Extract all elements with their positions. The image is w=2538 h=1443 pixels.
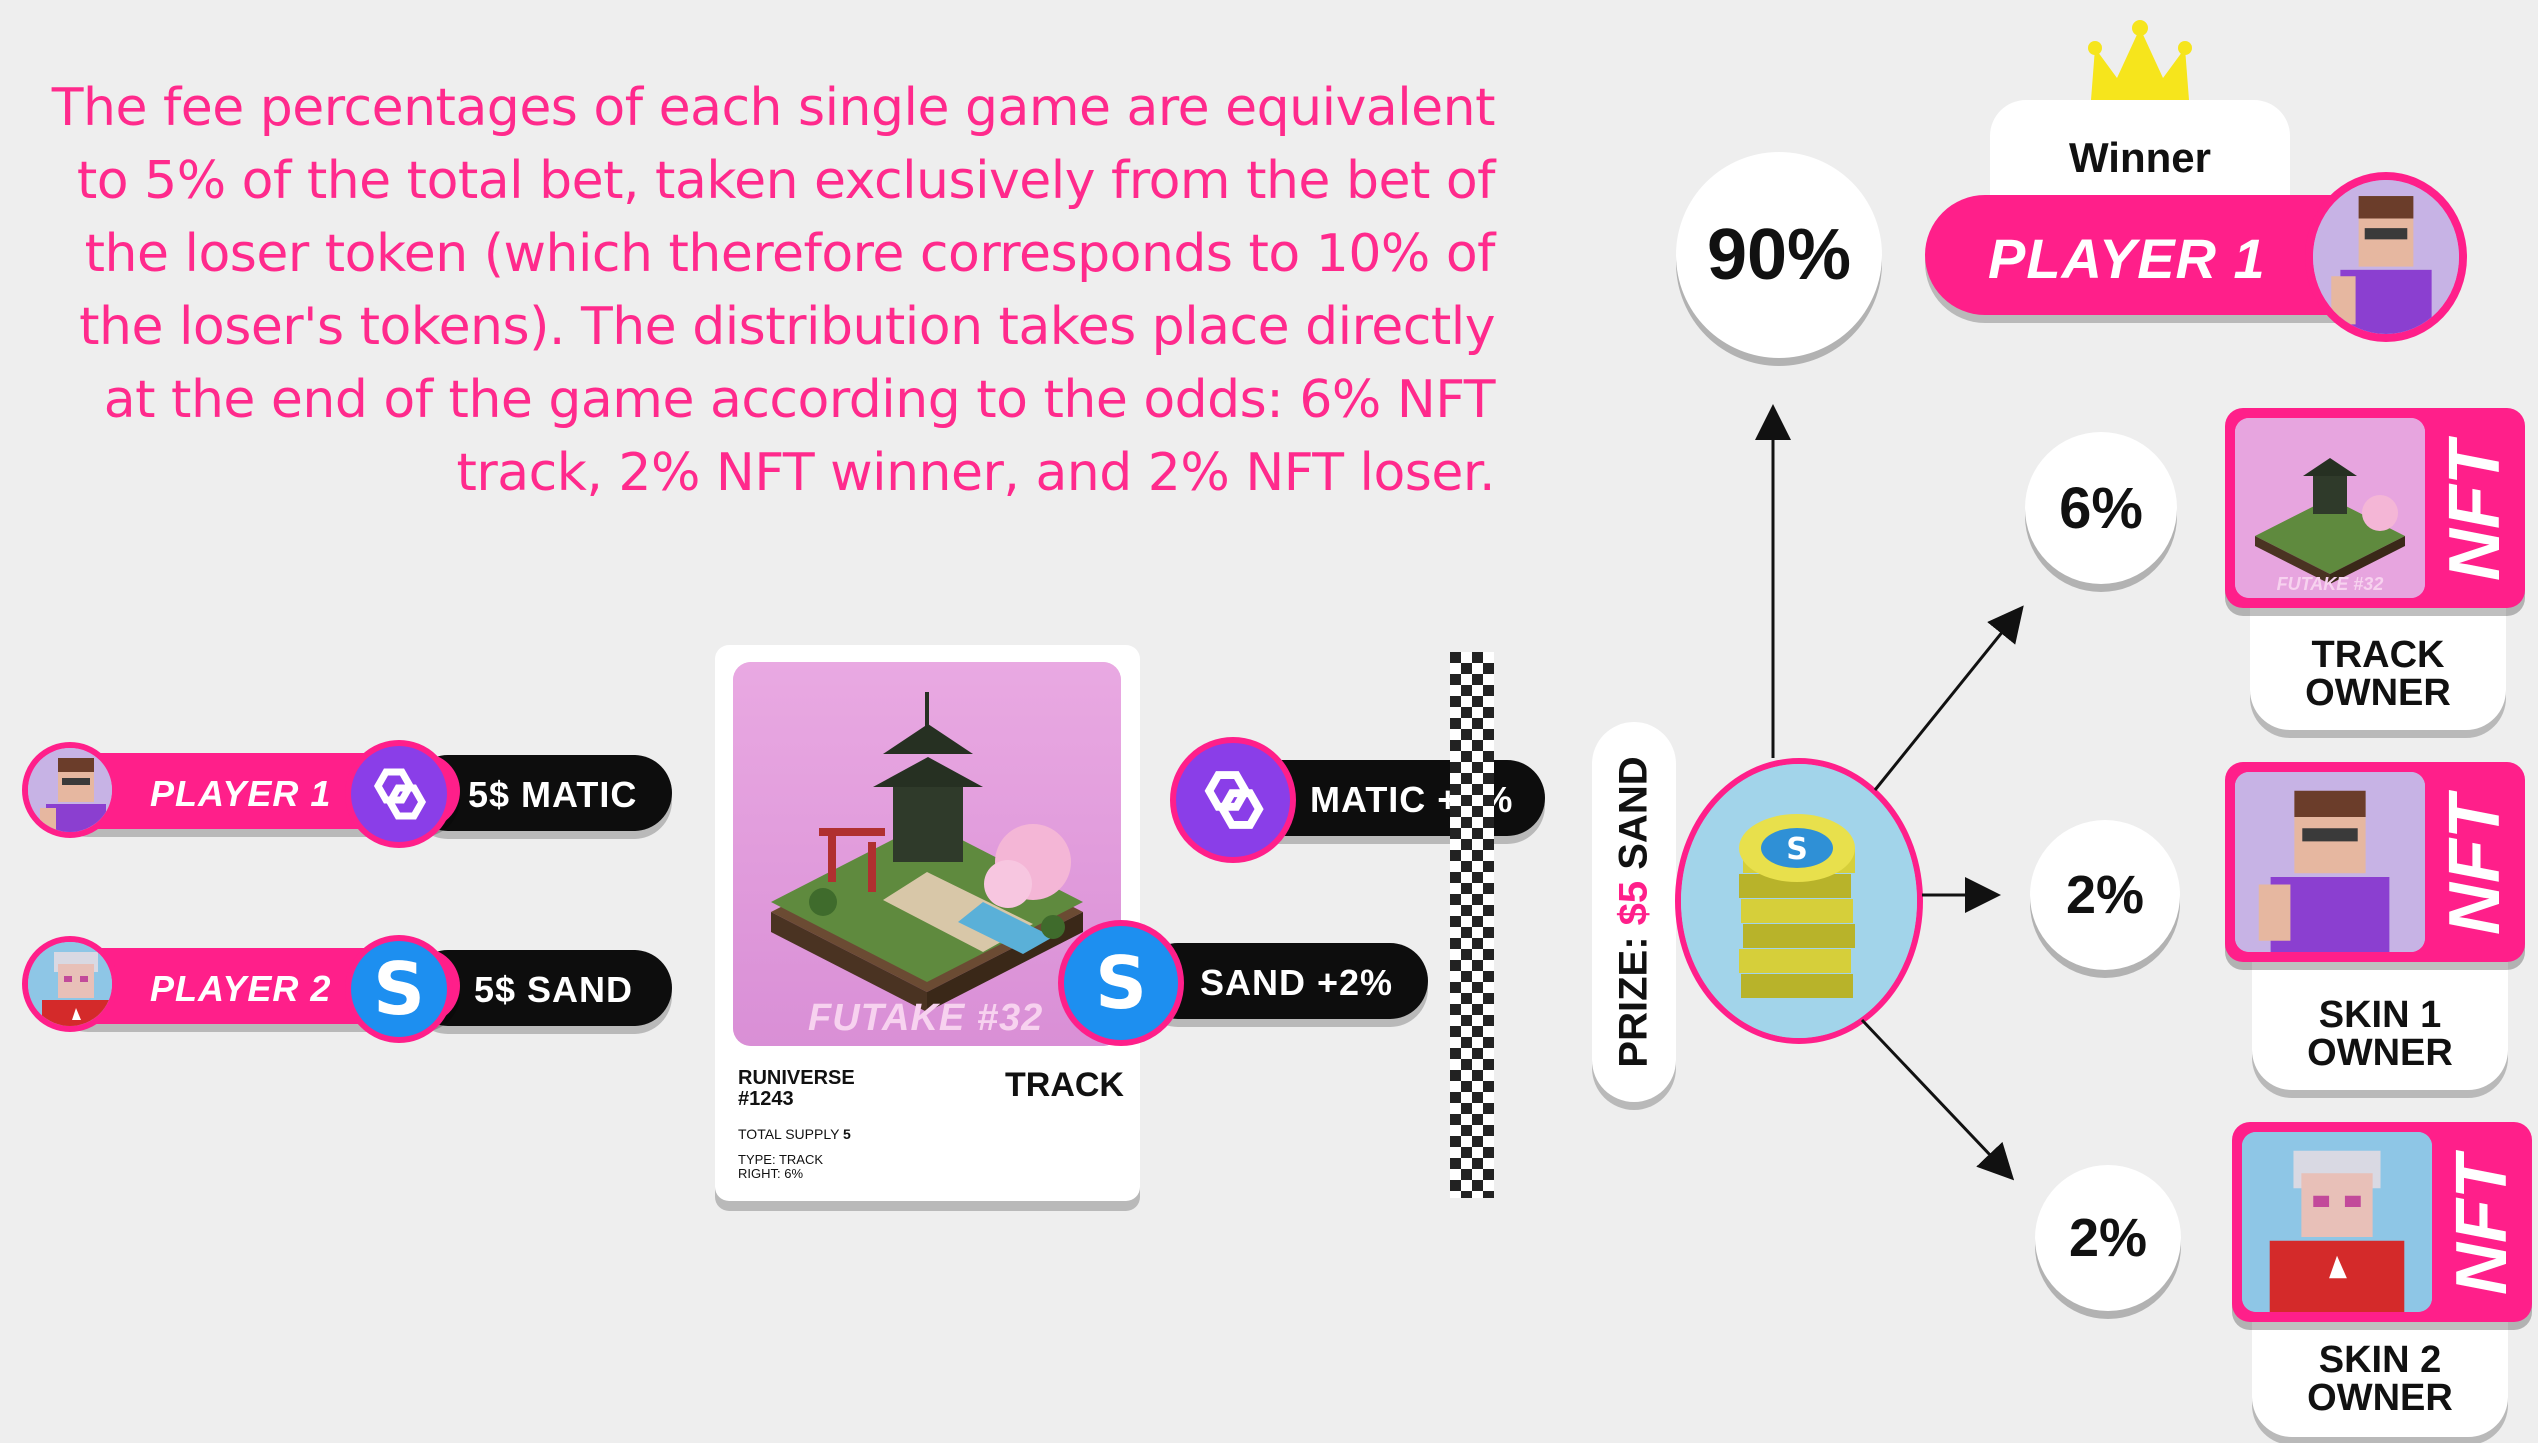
skin-2-nft: NFT xyxy=(2232,1122,2532,1322)
sand-fee-pill xyxy=(1140,943,1428,1019)
track-collection: RUNIVERSE #1243 xyxy=(738,1067,855,1110)
player-1-avatar xyxy=(22,742,118,838)
matic-icon xyxy=(345,740,453,848)
player-1-name: PLAYER 1 xyxy=(150,773,332,814)
fee-description: The fee percentages of each single game … xyxy=(51,78,1496,503)
crown-icon xyxy=(2088,20,2192,113)
prize-label-box xyxy=(1592,722,1676,1102)
matic-icon xyxy=(1170,737,1296,863)
winner-heading: Winner xyxy=(2069,134,2211,181)
player-2-avatar xyxy=(22,936,118,1032)
winner-heading-box xyxy=(1990,100,2290,200)
skin-1-owner-percent: 2% xyxy=(2030,820,2180,970)
track-artwork: FUTAKE #32 xyxy=(733,662,1121,1046)
winner-name: PLAYER 1 xyxy=(1988,227,2266,290)
track-type-info: TYPE: TRACK RIGHT: 6% xyxy=(738,1152,824,1181)
svg-text:S: S xyxy=(1786,832,1808,867)
player-2-bet: 5$ SAND xyxy=(474,969,634,1010)
player-2-name: PLAYER 2 xyxy=(150,968,332,1009)
track-owner-percent: 6% xyxy=(2025,432,2177,584)
winner-percent: 90% xyxy=(1676,152,1882,358)
track-nft: FUTAKE #32 NFT xyxy=(2225,408,2525,608)
sand-icon: S xyxy=(345,935,453,1043)
track-supply: TOTAL SUPPLY 5 xyxy=(738,1126,851,1142)
prize-pot-icon: S xyxy=(1675,758,1923,1044)
player-1-bet: 5$ MATIC xyxy=(468,774,638,815)
finish-line-flag xyxy=(1450,652,1494,1198)
skin-2-owner-percent: 2% xyxy=(2035,1165,2181,1311)
sand-fee-label: SAND +2% xyxy=(1200,962,1394,1003)
track-art-caption: FUTAKE #32 xyxy=(808,997,1044,1039)
track-badge: TRACK xyxy=(1005,1066,1124,1104)
skin-1-nft: NFT xyxy=(2225,762,2525,962)
sand-icon: S xyxy=(1058,920,1184,1046)
track-nft-caption: FUTAKE #32 xyxy=(2277,574,2384,594)
winner-avatar xyxy=(2305,172,2467,342)
